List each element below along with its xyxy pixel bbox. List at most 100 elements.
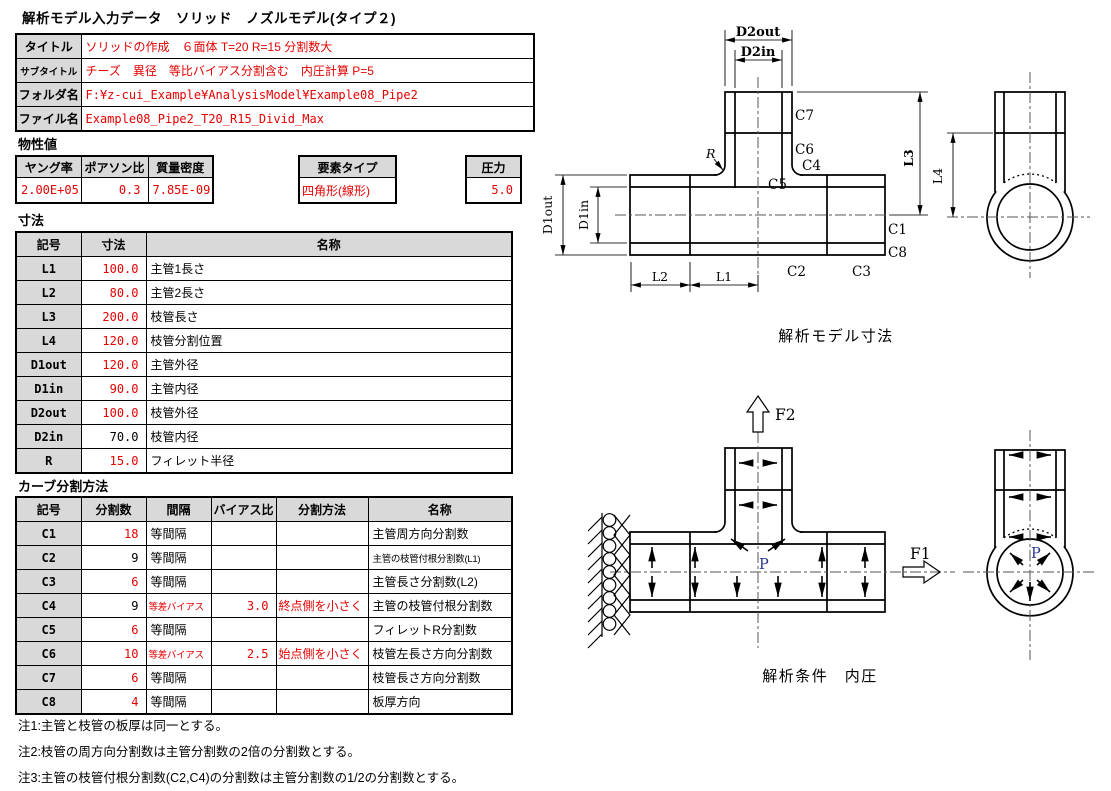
table-row: タイトル ソリッドの作成 ６面体 T=20 R=15 分割数大 <box>15 33 535 59</box>
curve-label-c8: C8 <box>888 245 907 261</box>
count-header: 分割数 <box>80 496 147 522</box>
folder-label: フォルダ名 <box>15 82 82 107</box>
dim-label-r: R <box>705 146 715 161</box>
symbol-cell: C3 <box>15 569 82 594</box>
name-cell: 主管周方向分割数 <box>367 521 513 546</box>
bias-cell: 2.5 <box>210 641 277 666</box>
notes-block: 注1:主管と枝管の板厚は同一とする。 注2:枝管の周方向分割数は主管分割数の2倍… <box>18 713 464 791</box>
young-modulus-value: 2.00E+05 <box>15 177 82 204</box>
symbol-cell: C7 <box>15 665 82 690</box>
value-cell: 100.0 <box>80 256 147 281</box>
table-row: C4 9 等差バイアス 3.0 終点側を小さく 主管の枝管付根分割数 <box>15 593 513 618</box>
pressure-label-side: P <box>1031 546 1041 562</box>
spacing-cell: 等間隔 <box>145 689 212 715</box>
value-cell: 70.0 <box>80 424 147 449</box>
symbol-cell: C4 <box>15 593 82 618</box>
method-cell <box>275 545 369 570</box>
count-cell: 18 <box>80 521 147 546</box>
value-cell: 90.0 <box>80 376 147 401</box>
name-cell: 主管の枝管付根分割数 <box>367 593 513 618</box>
element-type-table: 要素タイプ 四角形(線形) <box>298 155 397 204</box>
condition-front-view: F2 F1 P 解析条件 内圧 <box>587 394 955 685</box>
element-type-header: 要素タイプ <box>298 155 397 178</box>
symbol-cell: L4 <box>15 328 82 353</box>
value-header: 寸法 <box>80 231 147 257</box>
spacing-cell: 等差バイアス <box>145 593 212 618</box>
dim-label-d1in: D1in <box>576 200 591 230</box>
method-cell: 終点側を小さく <box>275 593 369 618</box>
table-row: C1 18 等間隔 主管周方向分割数 <box>15 521 513 546</box>
file-label: ファイル名 <box>15 106 82 132</box>
note-line: 注1:主管と枝管の板厚は同一とする。 <box>18 719 229 733</box>
symbol-cell: D2out <box>15 400 82 425</box>
bias-cell <box>210 569 277 594</box>
folder-value: F:¥z-cui_Example¥AnalysisModel¥Example08… <box>80 82 535 107</box>
name-cell: 主管長さ分割数(L2) <box>367 569 513 594</box>
symbol-cell: C5 <box>15 617 82 642</box>
name-cell: 枝管外径 <box>145 400 513 425</box>
name-cell: 主管の枝管付根分割数(L1) <box>367 545 513 570</box>
symbol-cell: R <box>15 448 82 474</box>
pressure-label-front: P <box>759 557 769 573</box>
subtitle-label: サブタイトル <box>15 58 82 83</box>
curve-label-c3: C3 <box>852 264 871 280</box>
symbol-cell: D1out <box>15 352 82 377</box>
count-cell: 6 <box>80 665 147 690</box>
material-table: ヤング率 ポアソン比 質量密度 2.00E+05 0.3 7.85E-09 <box>15 155 214 204</box>
subtitle-value: チーズ 異径 等比バイアス分割含む 内圧計算 P=5 <box>80 58 535 83</box>
name-header: 名称 <box>145 231 513 257</box>
table-row: C5 6 等間隔 フィレットR分割数 <box>15 617 513 642</box>
dim-label-d1out: D1out <box>540 196 555 235</box>
model-diagram-caption: 解析モデル寸法 <box>778 327 894 345</box>
table-row: フォルダ名 F:¥z-cui_Example¥AnalysisModel¥Exa… <box>15 82 535 107</box>
curve-section-label: カーブ分割方法 <box>18 479 109 494</box>
pressure-value: 5.0 <box>465 177 522 204</box>
spacing-cell: 等差バイアス <box>145 641 212 666</box>
force-f2-arrow <box>745 394 771 433</box>
symbol-cell: C6 <box>15 641 82 666</box>
file-value: Example08_Pipe2_T20_R15_Divid_Max <box>80 106 535 132</box>
bias-cell <box>210 545 277 570</box>
bias-cell <box>210 665 277 690</box>
table-row: C8 4 等間隔 板厚方向 <box>15 689 513 715</box>
pressure-table: 圧力 5.0 <box>465 155 522 204</box>
bias-cell <box>210 617 277 642</box>
dim-label-d2out: D2out <box>736 25 780 40</box>
spacing-header: 間隔 <box>145 496 212 522</box>
page-title: 解析モデル入力データ ソリッド ノズルモデル(タイプ２) <box>22 11 396 26</box>
method-cell <box>275 665 369 690</box>
spacing-cell: 等間隔 <box>145 665 212 690</box>
name-cell: フィレット半径 <box>145 448 513 474</box>
table-row: C6 10 等差バイアス 2.5 始点側を小さく 枝管左長さ方向分割数 <box>15 641 513 666</box>
table-row: C7 6 等間隔 枝管長さ方向分割数 <box>15 665 513 690</box>
dim-label-l4: L4 <box>930 168 945 184</box>
note-line: 注3:主管の枝管付根分割数(C2,C4)の分割数は主管分割数の1/2の分割数とす… <box>18 771 465 785</box>
count-cell: 10 <box>80 641 147 666</box>
density-header: 質量密度 <box>147 155 214 178</box>
name-cell: 板厚方向 <box>367 689 513 715</box>
curve-label-c5: C5 <box>768 177 787 193</box>
symbol-header: 記号 <box>15 496 82 522</box>
pressure-arrows-side <box>1009 451 1051 601</box>
name-cell: 主管内径 <box>145 376 513 401</box>
dim-label-l1: L1 <box>716 269 732 284</box>
young-modulus-header: ヤング率 <box>15 155 82 178</box>
dim-label-l2: L2 <box>652 269 668 284</box>
bias-cell <box>210 689 277 715</box>
count-cell: 9 <box>80 545 147 570</box>
condition-diagram-caption: 解析条件 内圧 <box>762 667 878 685</box>
symbol-header: 記号 <box>15 231 82 257</box>
method-cell <box>275 569 369 594</box>
symbol-cell: L2 <box>15 280 82 305</box>
name-cell: 枝管長さ方向分割数 <box>367 665 513 690</box>
fixed-support-symbol <box>587 513 631 649</box>
name-cell: 枝管長さ <box>145 304 513 329</box>
curve-label-c7: C7 <box>795 108 814 124</box>
method-header: 分割方法 <box>275 496 369 522</box>
name-cell: 枝管内径 <box>145 424 513 449</box>
